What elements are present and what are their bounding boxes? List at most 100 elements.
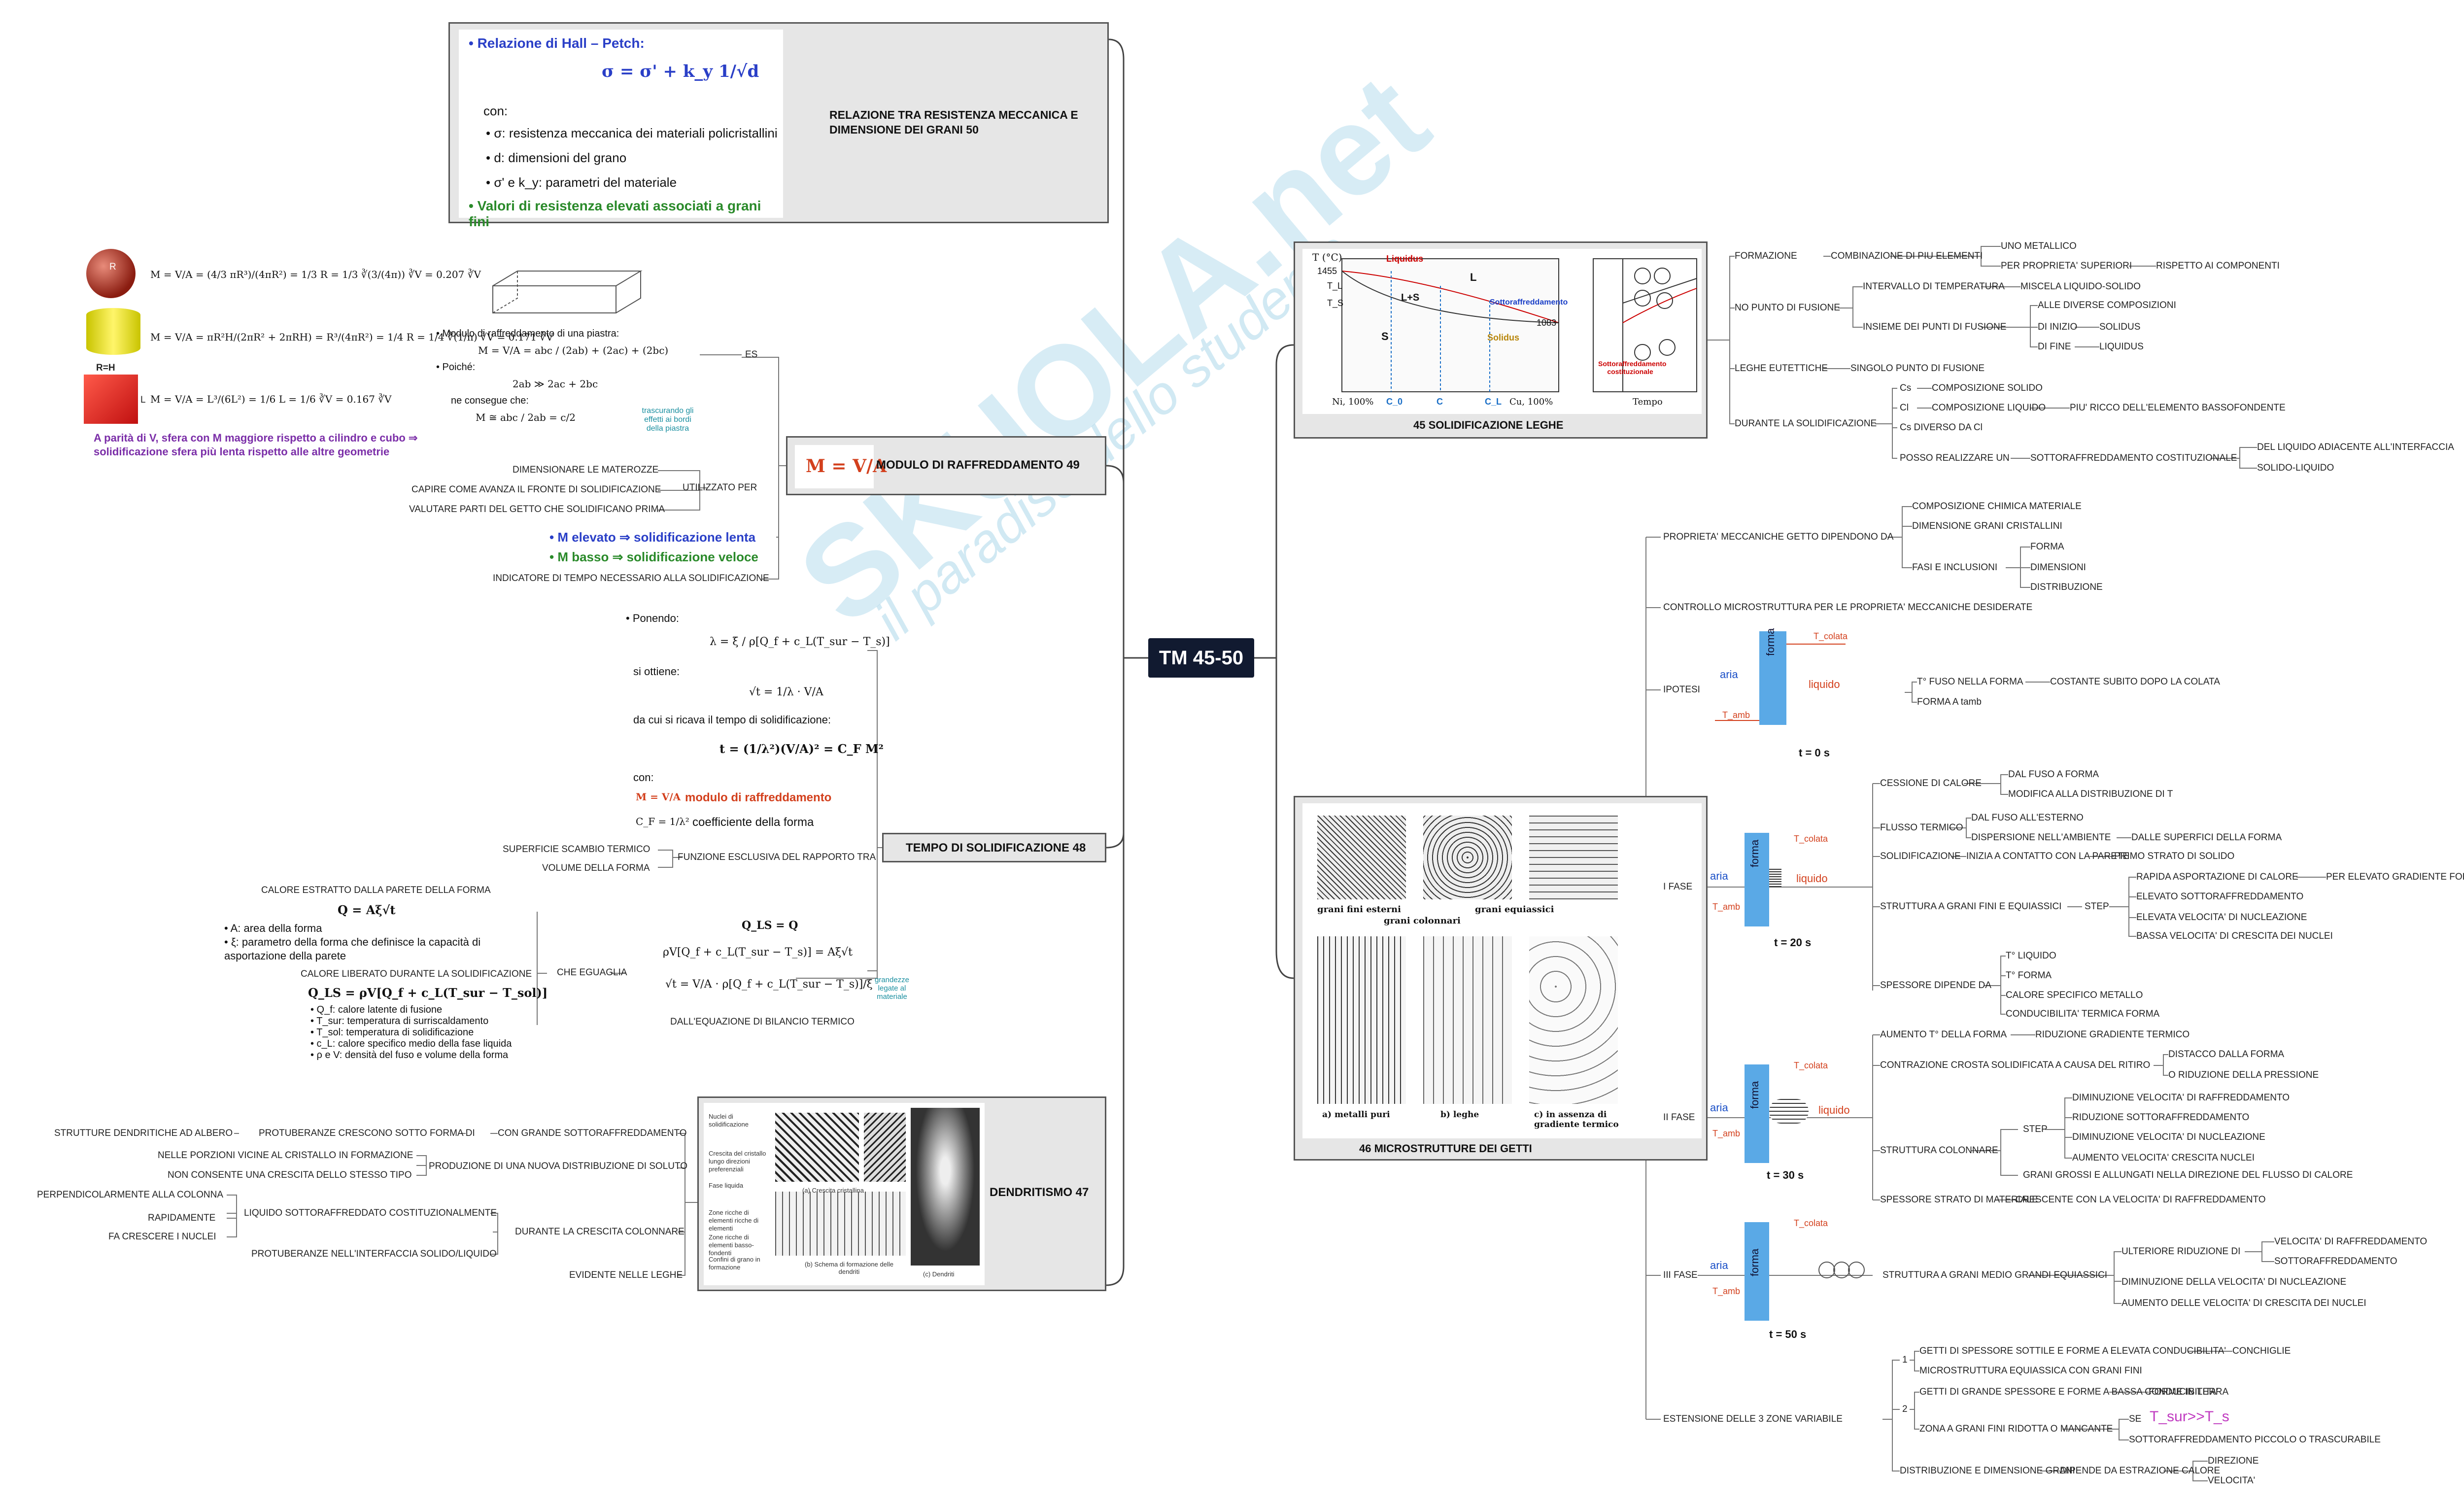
dendrite-image-b — [775, 1192, 906, 1256]
aria-label-1: aria — [1710, 870, 1728, 882]
hall-petch-item-1: • d: dimensioni del grano — [486, 150, 627, 165]
ms-proprieta: PROPRIETA' MECCANICHE GETTO DIPENDONO DA — [1663, 532, 1894, 542]
leghe-alle-diverse: ALLE DIVERSE COMPOSIZIONI — [2038, 300, 2176, 310]
leghe-title: 45 SOLIDIFICAZIONE LEGHE — [1413, 419, 1564, 431]
liquido-label-1: liquido — [1796, 872, 1828, 885]
leghe-solidus: SOLIDUS — [2099, 322, 2141, 332]
raffreddamento-formula-box: M = V/A — [795, 445, 887, 488]
eq2: ρV[Q_f + c_L(T_sur − T_s)] = Aξ√t — [663, 946, 853, 958]
est-dip-0: DIREZIONE — [2208, 1456, 2259, 1466]
plate-line-2: • Poiché: — [436, 362, 476, 373]
micro-img-c-bot — [1529, 936, 1618, 1104]
micro-label-2: grani equiassici — [1475, 904, 1554, 915]
diag-ts: T_S — [1327, 298, 1344, 308]
diag-cu: Cu, 100% — [1509, 397, 1553, 407]
ms-controllo: CONTROLLO MICROSTRUTTURA PER LE PROPRIET… — [1663, 602, 2033, 613]
dendrite-image-c — [911, 1108, 980, 1266]
diag-s: S — [1381, 330, 1389, 342]
calore-head: CALORE ESTRATTO DALLA PARETE DELLA FORMA — [261, 885, 491, 895]
est-e2-a: GETTI DI GRANDE SPESSORE E FORME A BASSA… — [1919, 1387, 2219, 1397]
use-2: VALUTARE PARTI DEL GETTO CHE SOLIDIFICAN… — [409, 504, 665, 514]
cylinder-label: R=H — [96, 363, 115, 373]
tcolata-line-0 — [1786, 644, 1846, 645]
forma-label-0: forma — [1764, 628, 1777, 656]
tcolata-label-2: T_colata — [1794, 1061, 1828, 1070]
dendrite-image-a2 — [864, 1113, 906, 1182]
dendrite-label-5: Confini di grano in formazione — [709, 1256, 760, 1271]
qls-item-4: • ρ e V: densità del fuso e volume della… — [310, 1050, 509, 1061]
tempo-m-label: M = V/A — [636, 791, 681, 803]
tempo-title: TEMPO DI SOLIDIFICAZIONE 48 — [906, 841, 1086, 855]
leghe-comp-liquido: COMPOSIZIONE LIQUIDO — [1932, 403, 2046, 413]
qls-item-3: • c_L: calore specifico medio della fase… — [310, 1038, 512, 1049]
est-e2-c: SOTTORAFFREDDAMENTO PICCOLO O TRASCURABI… — [2129, 1435, 2381, 1445]
grain-circle-a — [1818, 1262, 1835, 1278]
leghe-insieme: INSIEME DEI PUNTI DI FUSIONE — [1863, 322, 2007, 332]
est-n1: 1 — [1902, 1355, 1908, 1365]
plate-line-0: • Modulo di raffreddamento di una piastr… — [436, 328, 619, 339]
f1-cessione-item-0: DAL FUSO A FORMA — [2008, 769, 2099, 780]
qls-formula: Q_LS = ρV[Q_f + c_L(T_sur − T_sol)] — [308, 986, 548, 1000]
tamb-label-3: T_amb — [1712, 1286, 1741, 1296]
diag-sottoraff-cost: Sottoraffreddamento costituzionale — [1598, 360, 1667, 376]
tempo-node: TEMPO DI SOLIDIFICAZIONE 48 — [882, 833, 1106, 862]
leghe-sottoraff-cost: SOTTORAFFREDDAMENTO COSTITUZIONALE — [2030, 453, 2237, 463]
cube-formula: M = V/A = L³/(6L²) = 1/6 L = 1/6 ∛V = 0.… — [150, 393, 392, 405]
est-dip-1: VELOCITA' — [2208, 1475, 2256, 1486]
bilancio: DALL'EQUAZIONE DI BILANCIO TERMICO — [670, 1017, 855, 1027]
leghe-di-inizio: DI INIZIO — [2038, 322, 2078, 332]
center-title: TM 45-50 — [1159, 647, 1244, 669]
dendritismo-title: DENDRITISMO 47 — [990, 1186, 1089, 1199]
f1-struttura: STRUTTURA A GRANI FINI E EQUIASSICI — [1880, 901, 2062, 912]
liquido-label-0: liquido — [1809, 678, 1840, 690]
dend-liquido: LIQUIDO SOTTORAFFREDDATO COSTITUZIONALME… — [244, 1208, 497, 1218]
ms-ipotesi-item-2: FORMA A tamb — [1917, 697, 1982, 707]
phase-sketch-3: forma aria T_colata T_amb t = 50 s — [1695, 1212, 1873, 1345]
diag-l: L — [1470, 271, 1477, 283]
f1-spessore-item-1: T° FORMA — [2006, 970, 2052, 981]
cylinder-formula: M = V/A = πR²H/(2πR² + 2πRH) = R³/(4πR²)… — [150, 331, 553, 343]
dend-liq-item-0: PERPENDICOLARMENTE ALLA COLONNA — [37, 1190, 223, 1200]
cube-icon — [84, 375, 138, 424]
leghe-di-fine: DI FINE — [2038, 342, 2071, 352]
f2-step-item-3: AUMENTO VELOCITA' CRESCITA NUCLEI — [2072, 1153, 2255, 1163]
tempo-m-desc: modulo di raffreddamento — [685, 791, 832, 804]
plate-icon — [492, 271, 643, 313]
ms-fasi-item-0: FORMA — [2030, 542, 2064, 552]
ms-estensione: ESTENSIONE DELLE 3 ZONE VARIABILE — [1663, 1414, 1843, 1424]
micro-img-a-bot — [1317, 936, 1406, 1104]
q-formula: Q = Aξ√t — [338, 903, 396, 917]
aria-label-0: aria — [1720, 668, 1738, 681]
leghe-node: T (°C) 1455 T_L T_S Liquidus L+S L S Sol… — [1294, 241, 1708, 439]
f1-spessore: SPESSORE DIPENDE DA — [1880, 980, 1991, 991]
f1-spessore-item-2: CALORE SPECIFICO METALLO — [2006, 990, 2143, 1000]
t30-label: t = 30 s — [1767, 1169, 1804, 1181]
ms-dim-grani: DIMENSIONE GRANI CRISTALLINI — [1912, 521, 2062, 531]
est-se: SE — [2129, 1414, 2142, 1424]
f1-spessore-item-0: T° LIQUIDO — [2006, 951, 2056, 961]
q-item-0: • A: area della forma — [224, 922, 322, 934]
f2-step: STEP — [2023, 1124, 2048, 1134]
m-elevato: • M elevato ⇒ solidificazione lenta — [549, 530, 756, 545]
forma-bar-0 — [1759, 631, 1786, 725]
leghe-combinazione: COMBINAZIONE DI PIU ELEMENTI — [1831, 251, 1983, 261]
dend-prod-item-1: NON CONSENTE UNA CRESCITA DELLO STESSO T… — [168, 1170, 412, 1180]
liquido-label-2: liquido — [1818, 1104, 1850, 1116]
tempo-derivation: • Ponendo: — [626, 611, 679, 626]
hall-petch-footer: • Valori di resistenza elevati associati… — [469, 198, 761, 229]
est-e1-0: GETTI DI SPESSORE SOTTILE E FORME A ELEV… — [1919, 1346, 2226, 1356]
leghe-uno-metallico: UNO METALLICO — [2001, 241, 2077, 251]
tamb-line-0 — [1715, 720, 1759, 721]
hall-petch-formula: σ = σ' + k_y 1/√d — [602, 62, 759, 81]
f3-item-1: DIMINUZIONE DELLA VELOCITA' DI NUCLEAZIO… — [2122, 1277, 2347, 1287]
tempo-con: con: — [633, 771, 654, 784]
diag-1455: 1455 — [1317, 266, 1337, 276]
f1-cessione: CESSIONE DI CALORE — [1880, 778, 1982, 788]
micro-img-b-bot — [1423, 936, 1512, 1104]
eq3: √t = V/A · ρ[Q_f + c_L(T_sur − T_s)]/ξ — [665, 978, 873, 991]
tcolata-label-1: T_colata — [1794, 834, 1828, 844]
leghe-del-liquido: DEL LIQUIDO ADIACENTE ALL'INTERFACCIA — [2257, 442, 2454, 452]
tempo-cf-label: C_F = 1/λ² — [636, 816, 689, 827]
hall-petch-item-0: • σ: resistenza meccanica dei materiali … — [486, 126, 778, 140]
